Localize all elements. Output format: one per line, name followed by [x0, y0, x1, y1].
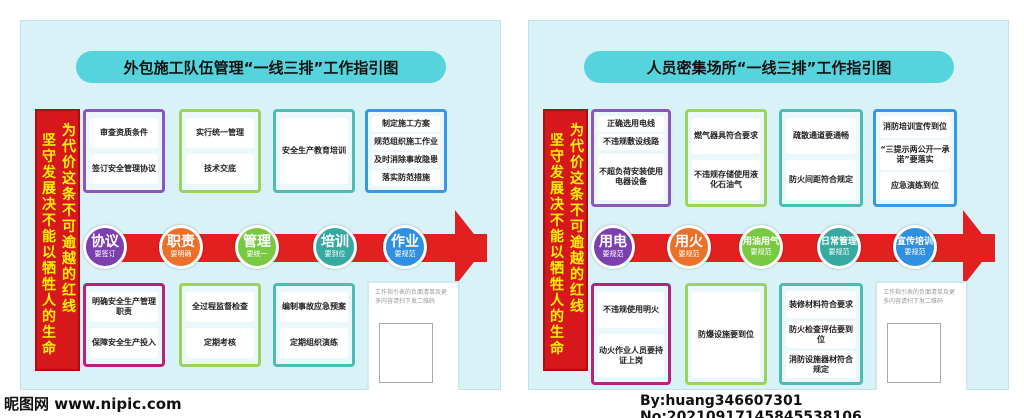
circle-subtitle: 要统一 [246, 250, 268, 258]
slogan-left-column: 坚守发展决不能以牺牲人的生命 [42, 133, 56, 357]
bottom-box-2: 防爆设施要到位 [685, 283, 767, 385]
qr-code-placeholder [379, 323, 433, 383]
qr-card: 工作指引表的负面清单及更多内容请扫下发二维码 [367, 281, 460, 397]
box-cell: 保障安全生产投入 [90, 328, 158, 358]
top-box-3: 安全生产教育培训 [273, 109, 355, 193]
box-cell: 规范组织施工作业 [372, 134, 440, 150]
qr-caption: 工作指引表的负面清单及更多内容请扫下发二维码 [375, 289, 448, 305]
slogan-right-column: 为代价这条不可逾越的红线 [62, 123, 76, 315]
stage-circle-operation: 作业 要规范 [383, 225, 427, 269]
circle-subtitle: 要规范 [678, 250, 700, 258]
box-cell: 明确安全生产管理职责 [90, 292, 158, 322]
panel-title: 外包施工队伍管理“一线三排”工作指引图 [76, 51, 446, 83]
slogan-right-column: 为代价这条不可逾越的红线 [570, 123, 584, 315]
circle-subtitle: 要规范 [828, 248, 850, 256]
box-cell: 防火检查评估要到位 [786, 321, 856, 348]
top-box-4: 消防培训宣传到位 “三提示两公开一承诺”要落实 应急演练到位 [873, 109, 957, 207]
top-box-2: 燃气器具符合要求 不违规存储使用液化石油气 [685, 109, 767, 207]
circle-subtitle: 要签订 [94, 250, 116, 258]
arrow-head [963, 210, 993, 286]
box-cell: 制定施工方案 [372, 116, 440, 132]
box-cell: 不违规使用明火 [598, 292, 664, 328]
box-cell: 动火作业人员要持证上岗 [598, 334, 664, 378]
bottom-box-3: 装修材料符合要求 防火检查评估要到位 消防设施器材符合规定 [779, 283, 863, 385]
top-box-3: 疏散通道要通畅 防火间距符合规定 [779, 109, 863, 207]
circle-subtitle: 要规范 [750, 248, 772, 256]
circle-title: 日常管理 [820, 237, 857, 247]
stage-circle-electricity: 用电 要规范 [591, 225, 635, 269]
qr-caption: 工作指引表的负面清单及更多内容请扫下发二维码 [883, 289, 956, 305]
box-cell: 不违规敷设线路 [598, 134, 664, 150]
box-cell: 应急演练到位 [880, 172, 950, 200]
box-cell: 落实防范措施 [372, 170, 440, 186]
stage-circle-duty: 职责 要明确 [159, 225, 203, 269]
box-cell: 消防设施器材符合规定 [786, 351, 856, 378]
box-cell: 不超负荷安装使用电器设备 [598, 154, 664, 200]
stage-circle-oil-gas: 用油用气 要规范 [739, 225, 783, 269]
box-cell: 审查资质条件 [90, 118, 158, 148]
circle-title: 职责 [167, 234, 195, 250]
circle-title: 用电 [599, 234, 627, 250]
circle-title: 协议 [91, 234, 119, 250]
circle-subtitle: 要到位 [324, 250, 346, 258]
stage-circle-agreement: 协议 要签订 [83, 225, 127, 269]
box-cell: 装修材料符合要求 [786, 291, 856, 318]
watermark-strip [0, 390, 1024, 418]
top-box-1: 正确选用电线 不违规敷设线路 不超负荷安装使用电器设备 [591, 109, 671, 207]
bottom-box-1: 不违规使用明火 动火作业人员要持证上岗 [591, 283, 671, 385]
box-cell: 编制事故应急预案 [280, 292, 348, 322]
box-cell: 防火间距符合规定 [786, 160, 856, 200]
box-cell: 防爆设施要到位 [692, 292, 760, 378]
stage-circle-fire: 用火 要规范 [667, 225, 711, 269]
panel-title: 人员密集场所“一线三排”工作指引图 [584, 51, 954, 83]
bottom-box-1: 明确安全生产管理职责 保障安全生产投入 [83, 283, 165, 367]
circle-title: 培训 [321, 234, 349, 250]
circle-subtitle: 要明确 [170, 250, 192, 258]
circle-title: 用油用气 [742, 237, 779, 247]
circle-title: 管理 [243, 234, 271, 250]
box-cell: 疏散通道要通畅 [786, 118, 856, 154]
box-cell: 正确选用电线 [598, 116, 664, 132]
circle-title: 宣传培训 [896, 237, 933, 247]
slogan-bar: 为代价这条不可逾越的红线 坚守发展决不能以牺牲人的生命 [35, 109, 80, 371]
stage-circle-publicity: 宣传培训 要规范 [893, 225, 937, 269]
top-box-1: 审查资质条件 签订安全管理协议 [83, 109, 165, 193]
box-cell: 安全生产教育培训 [280, 118, 348, 184]
panel-outsourcing: 外包施工队伍管理“一线三排”工作指引图 为代价这条不可逾越的红线 坚守发展决不能… [20, 20, 501, 397]
box-cell: “三提示两公开一承诺”要落实 [880, 140, 950, 170]
top-box-2: 实行统一管理 技术交底 [179, 109, 261, 193]
stage-circle-management: 管理 要统一 [235, 225, 279, 269]
stage-circle-training: 培训 要到位 [313, 225, 357, 269]
stage-circle-daily: 日常管理 要规范 [817, 225, 861, 269]
arrow-head [455, 210, 485, 286]
slogan-bar: 为代价这条不可逾越的红线 坚守发展决不能以牺牲人的生命 [543, 109, 588, 371]
circle-subtitle: 要规范 [904, 248, 926, 256]
bottom-box-2: 全过程监督检查 定期考核 [179, 283, 261, 367]
qr-code-placeholder [887, 323, 941, 383]
box-cell: 实行统一管理 [186, 118, 254, 148]
box-cell: 消防培训宣传到位 [880, 116, 950, 138]
watermark-id: By:huang346607301 No:2021091714584553810… [640, 393, 862, 418]
box-cell: 燃气器具符合要求 [692, 118, 760, 154]
circle-subtitle: 要规范 [394, 250, 416, 258]
box-cell: 技术交底 [186, 154, 254, 184]
watermark-site: 昵图网 www.nipic.com [4, 395, 182, 413]
circle-title: 用火 [675, 234, 703, 250]
slogan-left-column: 坚守发展决不能以牺牲人的生命 [550, 133, 564, 357]
box-cell: 定期考核 [186, 328, 254, 358]
box-cell: 不违规存储使用液化石油气 [692, 160, 760, 200]
qr-card: 工作指引表的负面清单及更多内容请扫下发二维码 [875, 281, 968, 397]
box-cell: 及时消除事故隐患 [372, 152, 440, 168]
panel-crowded-places: 人员密集场所“一线三排”工作指引图 为代价这条不可逾越的红线 坚守发展决不能以牺… [528, 20, 1009, 397]
circle-subtitle: 要规范 [602, 250, 624, 258]
box-cell: 全过程监督检查 [186, 292, 254, 322]
bottom-box-3: 编制事故应急预案 定期组织演练 [273, 283, 355, 367]
circle-title: 作业 [391, 234, 419, 250]
top-box-4: 制定施工方案 规范组织施工作业 及时消除事故隐患 落实防范措施 [365, 109, 447, 193]
box-cell: 签订安全管理协议 [90, 154, 158, 184]
box-cell: 定期组织演练 [280, 328, 348, 358]
